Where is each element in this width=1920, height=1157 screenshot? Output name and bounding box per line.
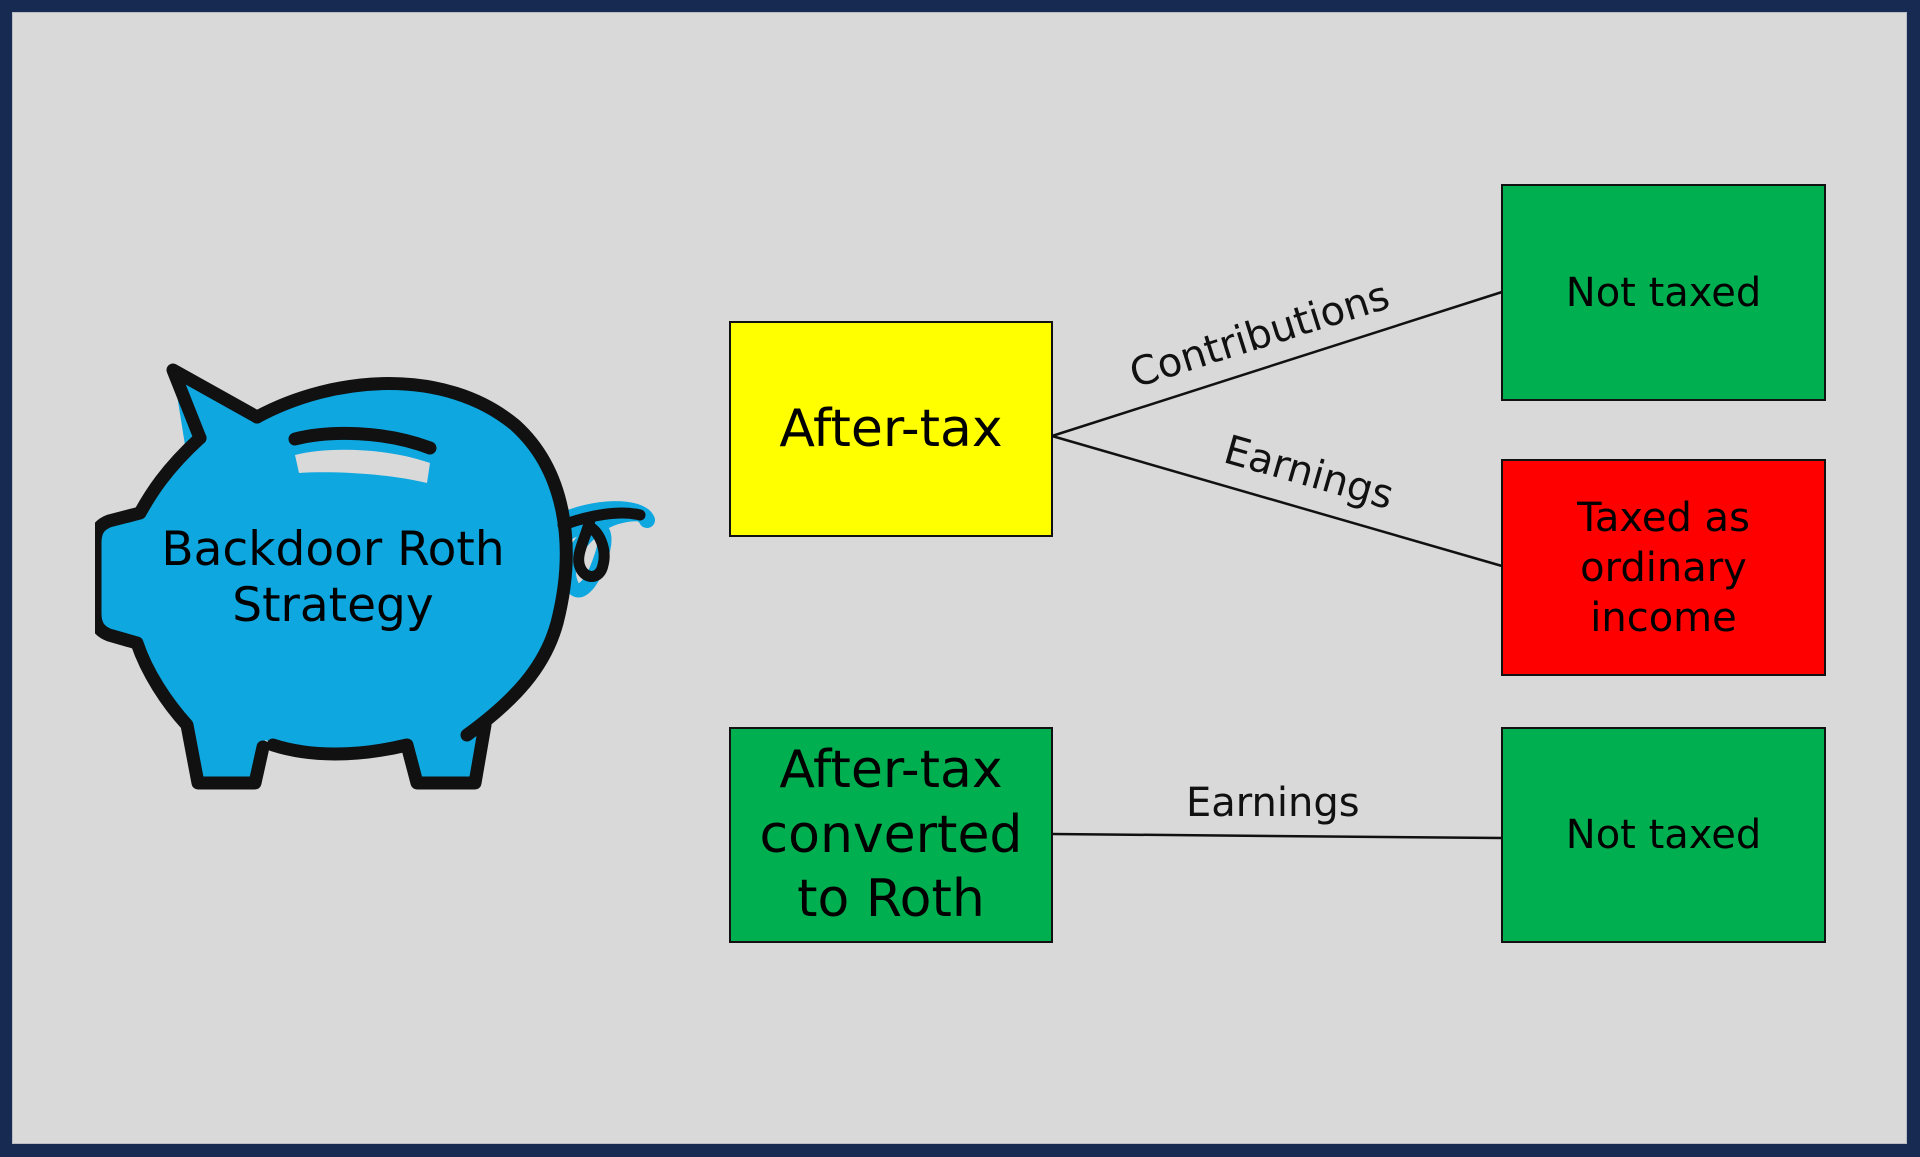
node-not-taxed-1-label: Not taxed xyxy=(1565,269,1762,316)
node-taxed-label: Taxed as ordinary income xyxy=(1577,494,1750,641)
node-after-tax-label: After-tax xyxy=(779,398,1003,459)
node-after-tax: After-tax xyxy=(729,321,1053,537)
node-taxed-as-ordinary-income: Taxed as ordinary income xyxy=(1501,459,1826,676)
piggy-bank-icon xyxy=(95,363,655,790)
node-not-taxed-roth: Not taxed xyxy=(1501,727,1826,943)
node-converted-label: After-tax converted to Roth xyxy=(759,740,1023,930)
edge-contributions-line xyxy=(1051,290,1503,438)
edge-label-earnings-roth: Earnings xyxy=(1186,780,1360,826)
node-not-taxed-contributions: Not taxed xyxy=(1501,184,1826,401)
node-not-taxed-2-label: Not taxed xyxy=(1565,812,1762,858)
node-after-tax-converted-to-roth: After-tax converted to Roth xyxy=(729,727,1053,943)
edge-earnings-roth-line xyxy=(1051,832,1503,840)
edge-earnings-taxed-line xyxy=(1051,434,1503,568)
piggy-bank-label: Backdoor Roth Strategy xyxy=(161,522,505,634)
